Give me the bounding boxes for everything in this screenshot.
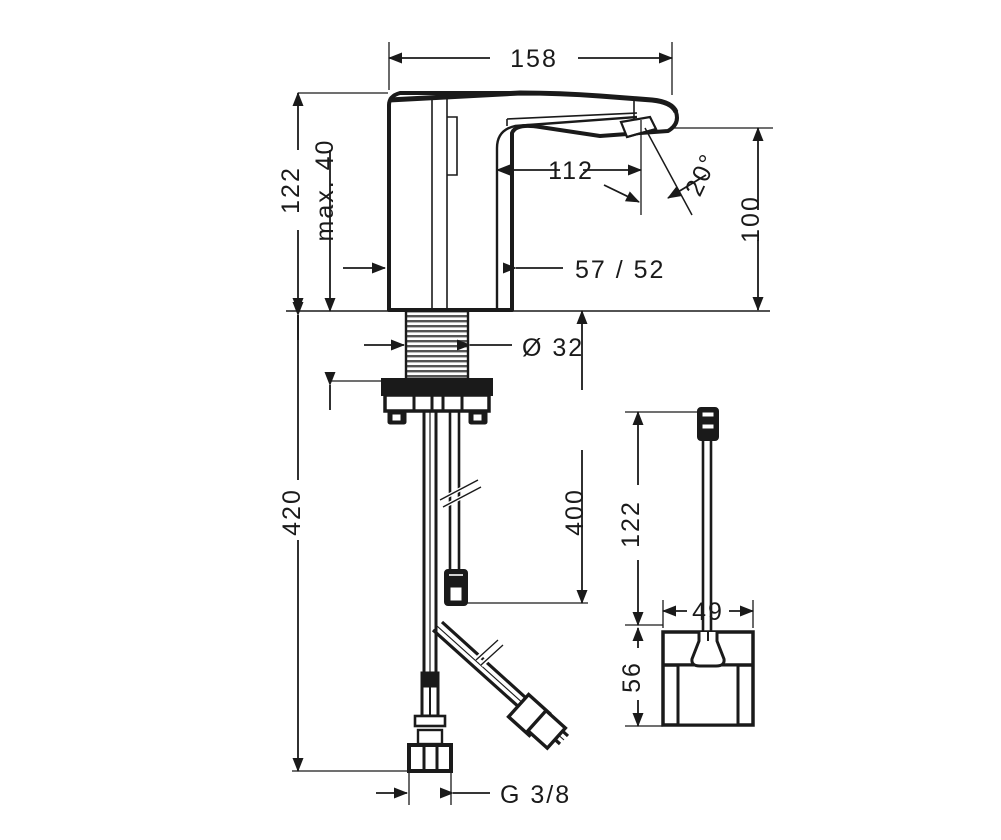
dim-158-group — [388, 42, 673, 95]
cable-plug-connector — [444, 569, 468, 606]
flexible-hose-branch — [431, 620, 570, 751]
dim-tick-group — [603, 184, 640, 203]
dimension-annotations — [292, 42, 773, 805]
dim-420-label: 420 — [278, 488, 306, 536]
hose-branch-crimp — [474, 638, 505, 667]
dim-57-52-label: 57 / 52 — [575, 256, 665, 284]
dim-detail-122-label: 122 — [617, 500, 645, 548]
main-elevation-view — [286, 90, 770, 773]
dim-detail-49-group — [662, 600, 754, 628]
sensor-cable — [439, 411, 482, 585]
dim-112-label: 112 — [548, 157, 594, 185]
dim-122-label: 122 — [277, 166, 305, 214]
sensor-window-lines — [431, 96, 458, 310]
dimension-text-layer: 158 112 57 / 52 20° 100 122 max. 40 Ø 32… — [277, 45, 765, 809]
dim-nut-arrow-group — [324, 372, 440, 410]
dim-112-group — [496, 120, 642, 215]
dim-100-group — [672, 127, 773, 311]
mounting-nut-assembly — [381, 378, 493, 425]
dim-detail-49-label: 49 — [692, 598, 724, 626]
dim-158-label: 158 — [510, 45, 558, 73]
dim-420-group — [292, 315, 412, 772]
dim-detail-122-group — [625, 411, 700, 626]
threaded-shank — [404, 309, 470, 381]
detail-view-power-box — [661, 407, 755, 727]
dim-20deg-group — [644, 127, 707, 216]
dim-g38-label: G 3/8 — [500, 781, 571, 809]
dim-400-group — [467, 310, 588, 604]
dim-max40-label: max. 40 — [311, 139, 339, 242]
inlet-fitting-g38 — [407, 671, 453, 773]
flexible-hose-left — [422, 411, 438, 672]
dim-400-label: 400 — [561, 488, 589, 536]
hose-branch-end-fitting — [506, 692, 568, 751]
dim-g38-group — [376, 773, 490, 805]
dim-100-label: 100 — [737, 195, 765, 243]
dim-detail-56-label: 56 — [618, 661, 646, 693]
detail-cable — [701, 440, 713, 632]
detail-box-body — [661, 630, 755, 727]
detail-plug-connector — [697, 407, 719, 441]
dim-detail-56-group — [625, 624, 663, 727]
dim-122-group — [292, 92, 388, 312]
dim-d32-label: Ø 32 — [522, 334, 584, 362]
